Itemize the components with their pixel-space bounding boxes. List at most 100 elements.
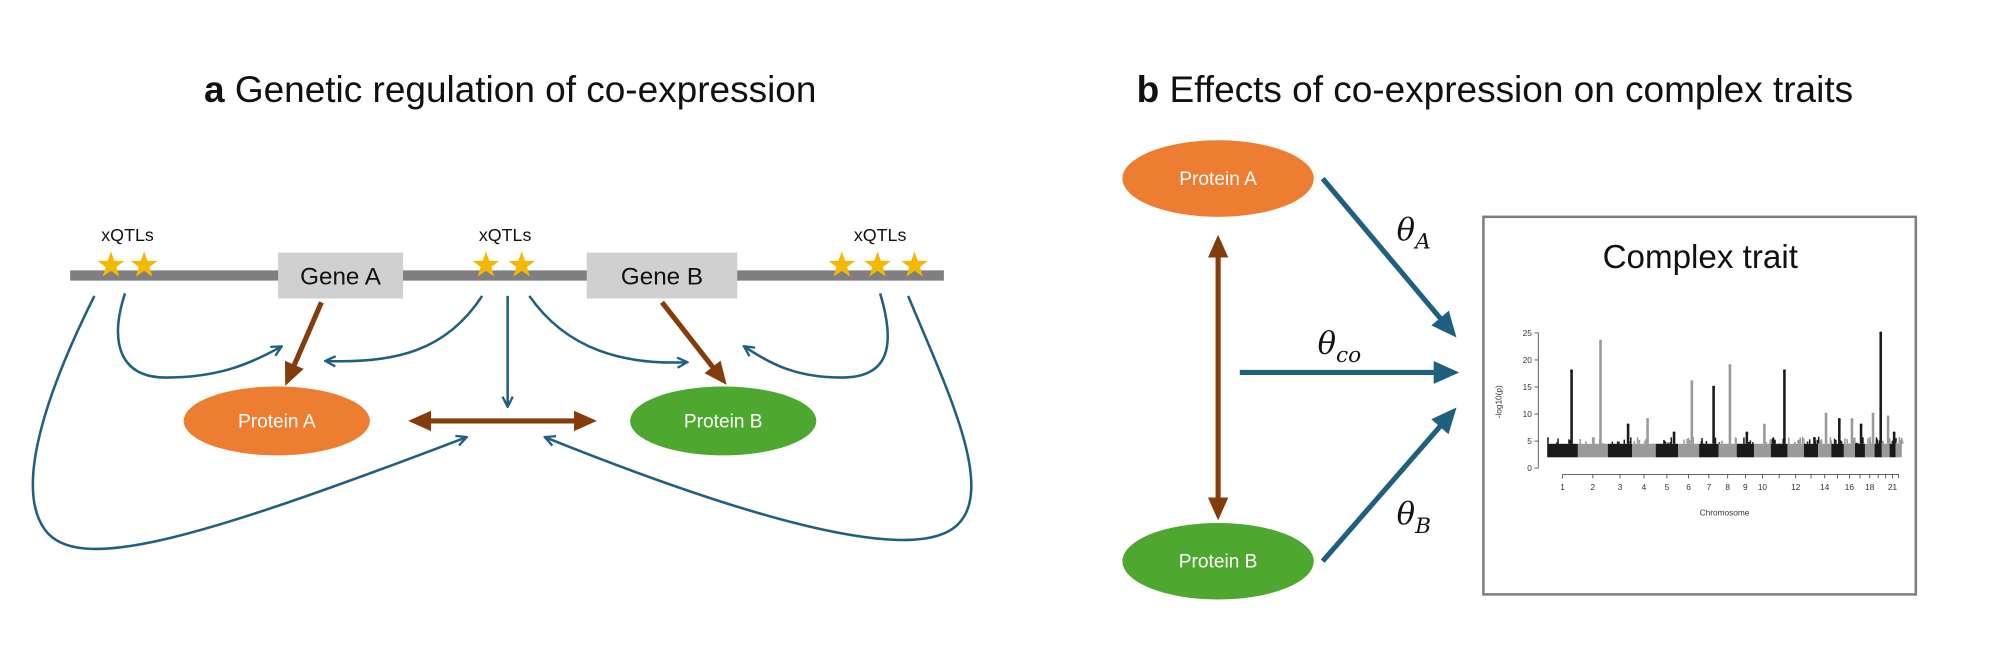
chr-1-points: [1557, 438, 1559, 444]
chr-18-points: [1867, 438, 1869, 444]
chr-3-points: [1616, 441, 1619, 444]
chr-5-points: [1670, 437, 1673, 444]
chr-20-top-snp: [1886, 415, 1890, 419]
chr-15-points: [1835, 439, 1837, 444]
chr-12-points: [1799, 437, 1801, 444]
x-tick-label: 18: [1865, 482, 1875, 492]
y-tick-label: 20: [1523, 355, 1533, 365]
chr-21-band: [1889, 443, 1896, 458]
chr-14-peak: [1824, 414, 1828, 444]
protein-a-label: Protein A: [238, 411, 316, 432]
chr-5-points: [1663, 440, 1665, 444]
x-tick-label: 5: [1665, 482, 1670, 492]
chr-10-points: [1765, 441, 1767, 444]
chr-3-points: [1623, 439, 1626, 444]
chr-1-peak: [1570, 370, 1573, 444]
xqtl-to-protein-b-arrow: [745, 293, 890, 379]
gene-a-label: Gene A: [300, 263, 382, 290]
chr-12-points: [1803, 438, 1805, 444]
complex-trait-box: [1482, 215, 1918, 596]
chr-6-top-snp: [1690, 380, 1694, 383]
chr-9-band: [1736, 443, 1755, 458]
chr-2-peak: [1599, 341, 1602, 444]
chr-4-points: [1644, 440, 1646, 444]
chr-14-points: [1829, 437, 1832, 444]
gene-b-to-protein-b-arrow: [659, 300, 727, 385]
chr-14-points: [1830, 440, 1833, 444]
chr-16-points: [1848, 443, 1851, 444]
chr-13-points: [1816, 439, 1819, 444]
chr-16-top-snp: [1850, 418, 1854, 421]
chr-11-top-snp: [1783, 369, 1786, 373]
chr-10-band: [1754, 443, 1771, 458]
chr-18-peak: [1871, 414, 1875, 444]
chr-14-band: [1818, 443, 1832, 458]
theta-b-arrow: [1320, 407, 1457, 563]
chr-19-band: [1874, 443, 1882, 458]
chr-12-points: [1788, 437, 1790, 444]
chr-5-peak: [1672, 432, 1676, 444]
chr-11-points: [1771, 438, 1774, 444]
x-tick-label: 1: [1560, 482, 1565, 492]
chr-9-points: [1747, 442, 1749, 444]
x-tick-label: 16: [1845, 482, 1855, 492]
chr-12-points: [1801, 436, 1804, 444]
xqtl-to-protein-b-arrow: [528, 295, 686, 363]
chr-2-points: [1591, 437, 1594, 444]
chr-19-peak: [1879, 332, 1882, 444]
theta-co-label: θco: [1318, 326, 1362, 368]
chr-19-top-snp: [1879, 331, 1883, 335]
chr-2-top-snp: [1599, 339, 1602, 343]
protein-b-node-b: [1122, 522, 1314, 600]
chr-15-points: [1833, 438, 1836, 444]
theta-a-label: θA: [1397, 213, 1431, 255]
chr-1-points: [1568, 439, 1570, 444]
y-tick-label: 25: [1523, 328, 1533, 338]
protein-b-label: Protein B: [684, 411, 763, 432]
chr-4-points: [1633, 441, 1636, 444]
x-axis-label: Chromosome: [1700, 507, 1750, 517]
chr-1-points: [1547, 437, 1549, 444]
chr-20-points: [1888, 438, 1891, 444]
chr-20-peak: [1886, 416, 1890, 444]
chr-20-points: [1882, 442, 1885, 444]
chr-17-band: [1854, 443, 1865, 458]
panel-b-letter: b: [1137, 69, 1160, 110]
chr-4-band: [1632, 443, 1656, 458]
chr-7-points: [1714, 437, 1717, 444]
protein-a-label-b: Protein A: [1179, 169, 1257, 190]
chr-2-points: [1593, 437, 1595, 444]
xqtl-to-coexpression-arrow: [546, 295, 973, 542]
chr-9-top-snp: [1745, 431, 1749, 435]
chr-13-band: [1803, 443, 1819, 458]
panel-a-title: a Genetic regulation of co-expression: [204, 69, 816, 110]
chr-5-top-snp: [1672, 431, 1676, 435]
y-tick-label: 5: [1527, 436, 1532, 446]
x-tick-label: 10: [1758, 482, 1768, 492]
chr-12-top-snp: [1797, 439, 1800, 443]
chr-2-points: [1585, 441, 1587, 444]
protein-a-node-b: [1122, 140, 1314, 217]
panel-a-letter: a: [204, 69, 225, 110]
chr-12-points: [1794, 442, 1796, 444]
y-tick-label: 10: [1523, 409, 1533, 419]
chr-22-points: [1901, 438, 1903, 444]
gene-b-box: [586, 252, 738, 299]
chr-9-points: [1748, 442, 1751, 444]
x-tick-label: 4: [1642, 482, 1647, 492]
chr-17-points: [1855, 443, 1858, 444]
chr-14-top-snp: [1824, 412, 1828, 416]
chr-15-top-snp: [1837, 418, 1841, 421]
x-tick-label: 2: [1591, 482, 1596, 492]
gene-a-box: [278, 252, 404, 299]
chr-11-points: [1774, 439, 1776, 444]
x-tick-label: 7: [1707, 482, 1712, 492]
chr-3-points: [1630, 437, 1632, 444]
chr-6-points: [1687, 437, 1690, 444]
chr-11-points: [1772, 438, 1775, 444]
panel-b-title-text: Effects of co-expression on complex trai…: [1170, 69, 1854, 110]
chr-21-peak: [1892, 432, 1896, 444]
chr-7-points: [1700, 440, 1703, 444]
chr-3-band: [1607, 443, 1633, 458]
